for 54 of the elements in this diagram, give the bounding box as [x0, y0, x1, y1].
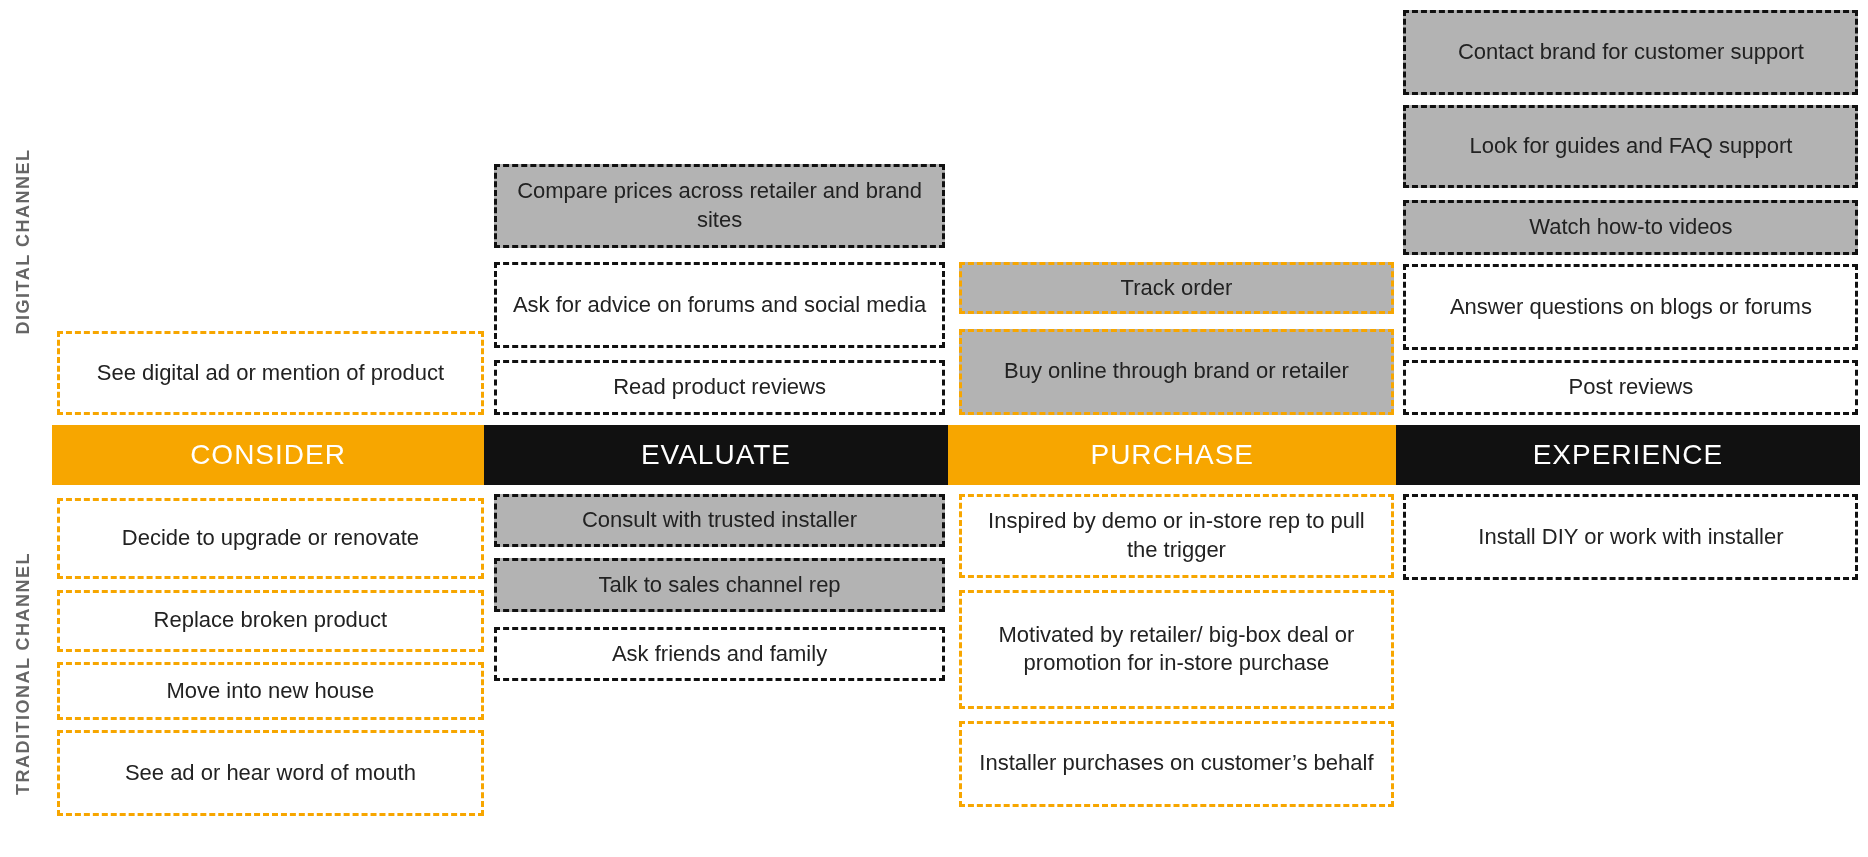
step-box	[57, 662, 484, 720]
step-box	[959, 494, 1394, 578]
step-box	[959, 720, 1394, 807]
step-box	[57, 497, 484, 579]
stage-label: EXPERIENCE	[1532, 439, 1724, 472]
step-text: Track order	[1120, 274, 1233, 302]
step-box	[1403, 200, 1859, 255]
step-box	[1403, 264, 1859, 351]
step-text: Look for guides and FAQ support	[1469, 132, 1793, 161]
step-text: Installer purchases on customer’s behalf	[979, 749, 1374, 778]
stage-bar	[948, 425, 1397, 485]
step-text: Inspired by demo or in-store rep to pull the trigger	[987, 507, 1366, 565]
step-box	[1403, 104, 1859, 189]
stage-bar	[1396, 425, 1860, 485]
step-box	[959, 262, 1394, 315]
channel-label: DIGITAL CHANNEL	[13, 148, 35, 335]
step-box	[494, 626, 945, 682]
step-box	[57, 589, 484, 652]
step-box	[494, 557, 945, 613]
step-text: See digital ad or mention of product	[96, 358, 445, 387]
step-box	[494, 494, 945, 547]
stage-label: PURCHASE	[1090, 439, 1255, 472]
step-text: Contact brand for customer support	[1457, 38, 1804, 67]
step-text: Ask friends and family	[611, 639, 828, 668]
step-text: Move into new house	[166, 676, 375, 705]
step-text: Post reviews	[1568, 372, 1694, 401]
step-box	[494, 164, 945, 248]
stage-label: CONSIDER	[190, 439, 346, 472]
step-text: Read product reviews	[613, 372, 826, 401]
stage-bar	[483, 425, 949, 485]
step-box	[57, 730, 484, 817]
step-box	[1403, 359, 1859, 415]
step-text: Buy online through brand or retailer	[1004, 357, 1349, 386]
step-text: Watch how-to videos	[1529, 213, 1733, 242]
step-box	[57, 331, 484, 415]
step-text: Consult with trusted installer	[582, 506, 858, 535]
step-text: Motivated by retailer/ big-box deal or promotion for in-store purchase	[997, 620, 1356, 678]
step-box	[494, 359, 945, 415]
step-box	[1403, 494, 1859, 581]
step-text: Decide to upgrade or renovate	[121, 524, 419, 553]
step-text: Ask for advice on forums and social media	[512, 290, 927, 319]
step-box	[1403, 9, 1859, 96]
step-box	[494, 262, 945, 348]
step-text: See ad or hear word of mouth	[124, 758, 416, 787]
step-text: Replace broken product	[153, 606, 388, 635]
stage-bar	[52, 425, 484, 485]
step-text: Answer questions on blogs or forums	[1449, 293, 1812, 322]
step-text: Compare prices across retailer and brand sites	[516, 177, 923, 235]
channel-label: TRADITIONAL CHANNEL	[13, 551, 35, 795]
step-text: Install DIY or work with installer	[1478, 522, 1784, 551]
step-box	[959, 328, 1394, 415]
step-text: Talk to sales channel rep	[598, 570, 841, 599]
step-box	[959, 589, 1394, 709]
stage-label: EVALUATE	[640, 439, 792, 472]
